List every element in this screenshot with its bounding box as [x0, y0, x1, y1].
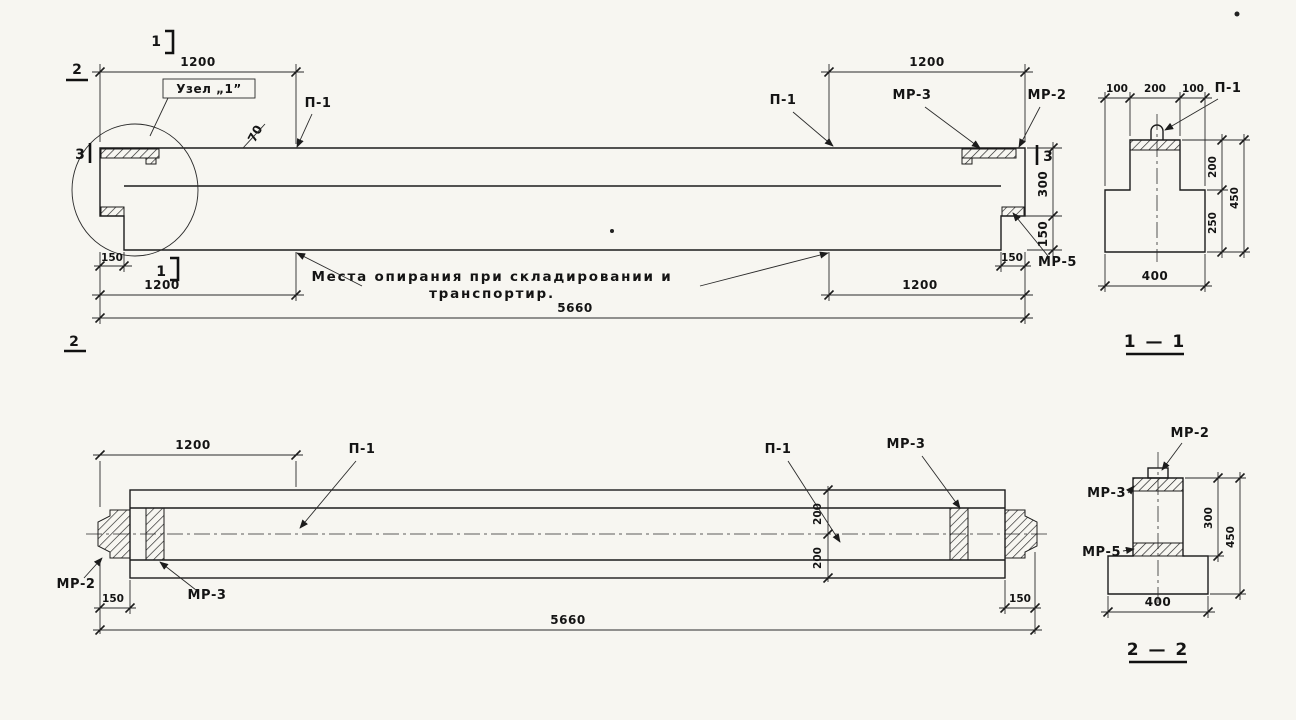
label-mr2-section: МР-2	[1171, 426, 1210, 441]
connector-mr2-left	[97, 509, 131, 559]
label-mr3-section: МР-3	[1087, 486, 1126, 501]
dim-100-left: 100	[1106, 83, 1128, 95]
connector-mr2-right	[1004, 509, 1038, 559]
band-mr3-left	[145, 507, 165, 561]
dim-1200-top-right: 1200	[909, 55, 944, 69]
section-1-1-outline	[1104, 139, 1206, 253]
label-p1-section: П-1	[1215, 81, 1242, 96]
dim-400-section2: 400	[1145, 595, 1172, 609]
dim-5660-plan: 5660	[550, 613, 585, 627]
label-mr3-plan-left: МР-3	[188, 588, 227, 603]
beam-outline	[99, 147, 1026, 251]
embed-plate-mr3	[961, 148, 1017, 159]
label-mr3-plan-right: МР-3	[887, 437, 926, 452]
ink-dot	[1234, 11, 1240, 17]
section-marker-2-bottom: 2	[69, 334, 79, 350]
uzel-label: Узел „1”	[176, 82, 241, 96]
section-1-1-view: 100 200 100 П-1 200 250 450 400 1 — 1	[1098, 81, 1250, 356]
dim-150-bottom-right: 150	[1001, 252, 1023, 264]
dim-300-section: 300	[1203, 507, 1215, 529]
dim-5660-overall: 5660	[557, 301, 592, 315]
storage-note-line2: транспортир.	[429, 286, 555, 302]
section-marker-1-top: 1	[151, 34, 161, 50]
band-mr3-right	[949, 507, 969, 561]
top-elevation-view: 1200 1200 Узел „1” П-1 70 П-1 МР-3 МР-2 …	[64, 11, 1240, 353]
label-mr2-top: МР-2	[1028, 88, 1067, 103]
section-1-1-plate	[1129, 139, 1181, 151]
embed-plate-left-top-hook	[145, 157, 157, 165]
dim-150-plan-right: 150	[1009, 593, 1031, 605]
embed-plate-left-top	[100, 148, 160, 159]
dim-200-top: 200	[1144, 83, 1166, 95]
section-2-2-view: МР-2 МР-3 МР-5 300 450 400 2 — 2	[1082, 426, 1246, 664]
section-title-2-2: 2 — 2	[1127, 640, 1190, 660]
section-marker-3-right: 3	[1043, 149, 1053, 165]
section-marker-2-top: 2	[72, 62, 82, 78]
dim-150-height: 150	[1036, 221, 1050, 248]
dim-150-plan-left: 150	[102, 593, 124, 605]
dim-200-half-bottom: 200	[812, 547, 824, 569]
ink-dot	[610, 229, 614, 233]
dim-250-right: 250	[1207, 212, 1219, 234]
bottom-plan-view: 1200 П-1 П-1 МР-3 МР-2 МР-3 200 200 150 …	[57, 437, 1050, 636]
uzel-label-box	[162, 78, 256, 99]
label-mr5: МР-5	[1038, 255, 1077, 270]
embed-plate-mr5	[1001, 206, 1025, 217]
section-title-1-1: 1 — 1	[1124, 332, 1187, 352]
embed-plate-left-bottom	[100, 206, 125, 217]
dim-1200-top-left: 1200	[180, 55, 215, 69]
embed-plate-mr3-hook	[961, 157, 973, 165]
label-p1-plan-left: П-1	[349, 442, 376, 457]
section-marker-3-left: 3	[75, 147, 85, 163]
label-p1-plan-right: П-1	[765, 442, 792, 457]
label-mr5-section: МР-5	[1082, 545, 1121, 560]
label-mr2-plan-left: МР-2	[57, 577, 96, 592]
dim-400-bottom: 400	[1142, 269, 1169, 283]
dim-300-height: 300	[1036, 171, 1050, 198]
storage-note-line1: Места опирания при складировании и	[311, 269, 672, 285]
dim-70-plate: 70	[245, 122, 266, 144]
dim-1200-bottom-right: 1200	[902, 278, 937, 292]
dim-200-right: 200	[1207, 156, 1219, 178]
dim-200-half-top: 200	[812, 503, 824, 525]
dim-1200-bottom-left: 1200	[144, 278, 179, 292]
uzel-detail-circle	[71, 123, 199, 257]
dim-450-section: 450	[1225, 526, 1237, 548]
dim-450-right: 450	[1229, 187, 1241, 209]
dim-150-bottom-left: 150	[101, 252, 123, 264]
label-p1-left: П-1	[305, 96, 332, 111]
label-p1-right: П-1	[770, 93, 797, 108]
dim-100-right: 100	[1182, 83, 1204, 95]
section-marker-1-bottom: 1	[156, 264, 166, 280]
label-mr3-top: МР-3	[893, 88, 932, 103]
dim-1200-plan: 1200	[175, 438, 210, 452]
